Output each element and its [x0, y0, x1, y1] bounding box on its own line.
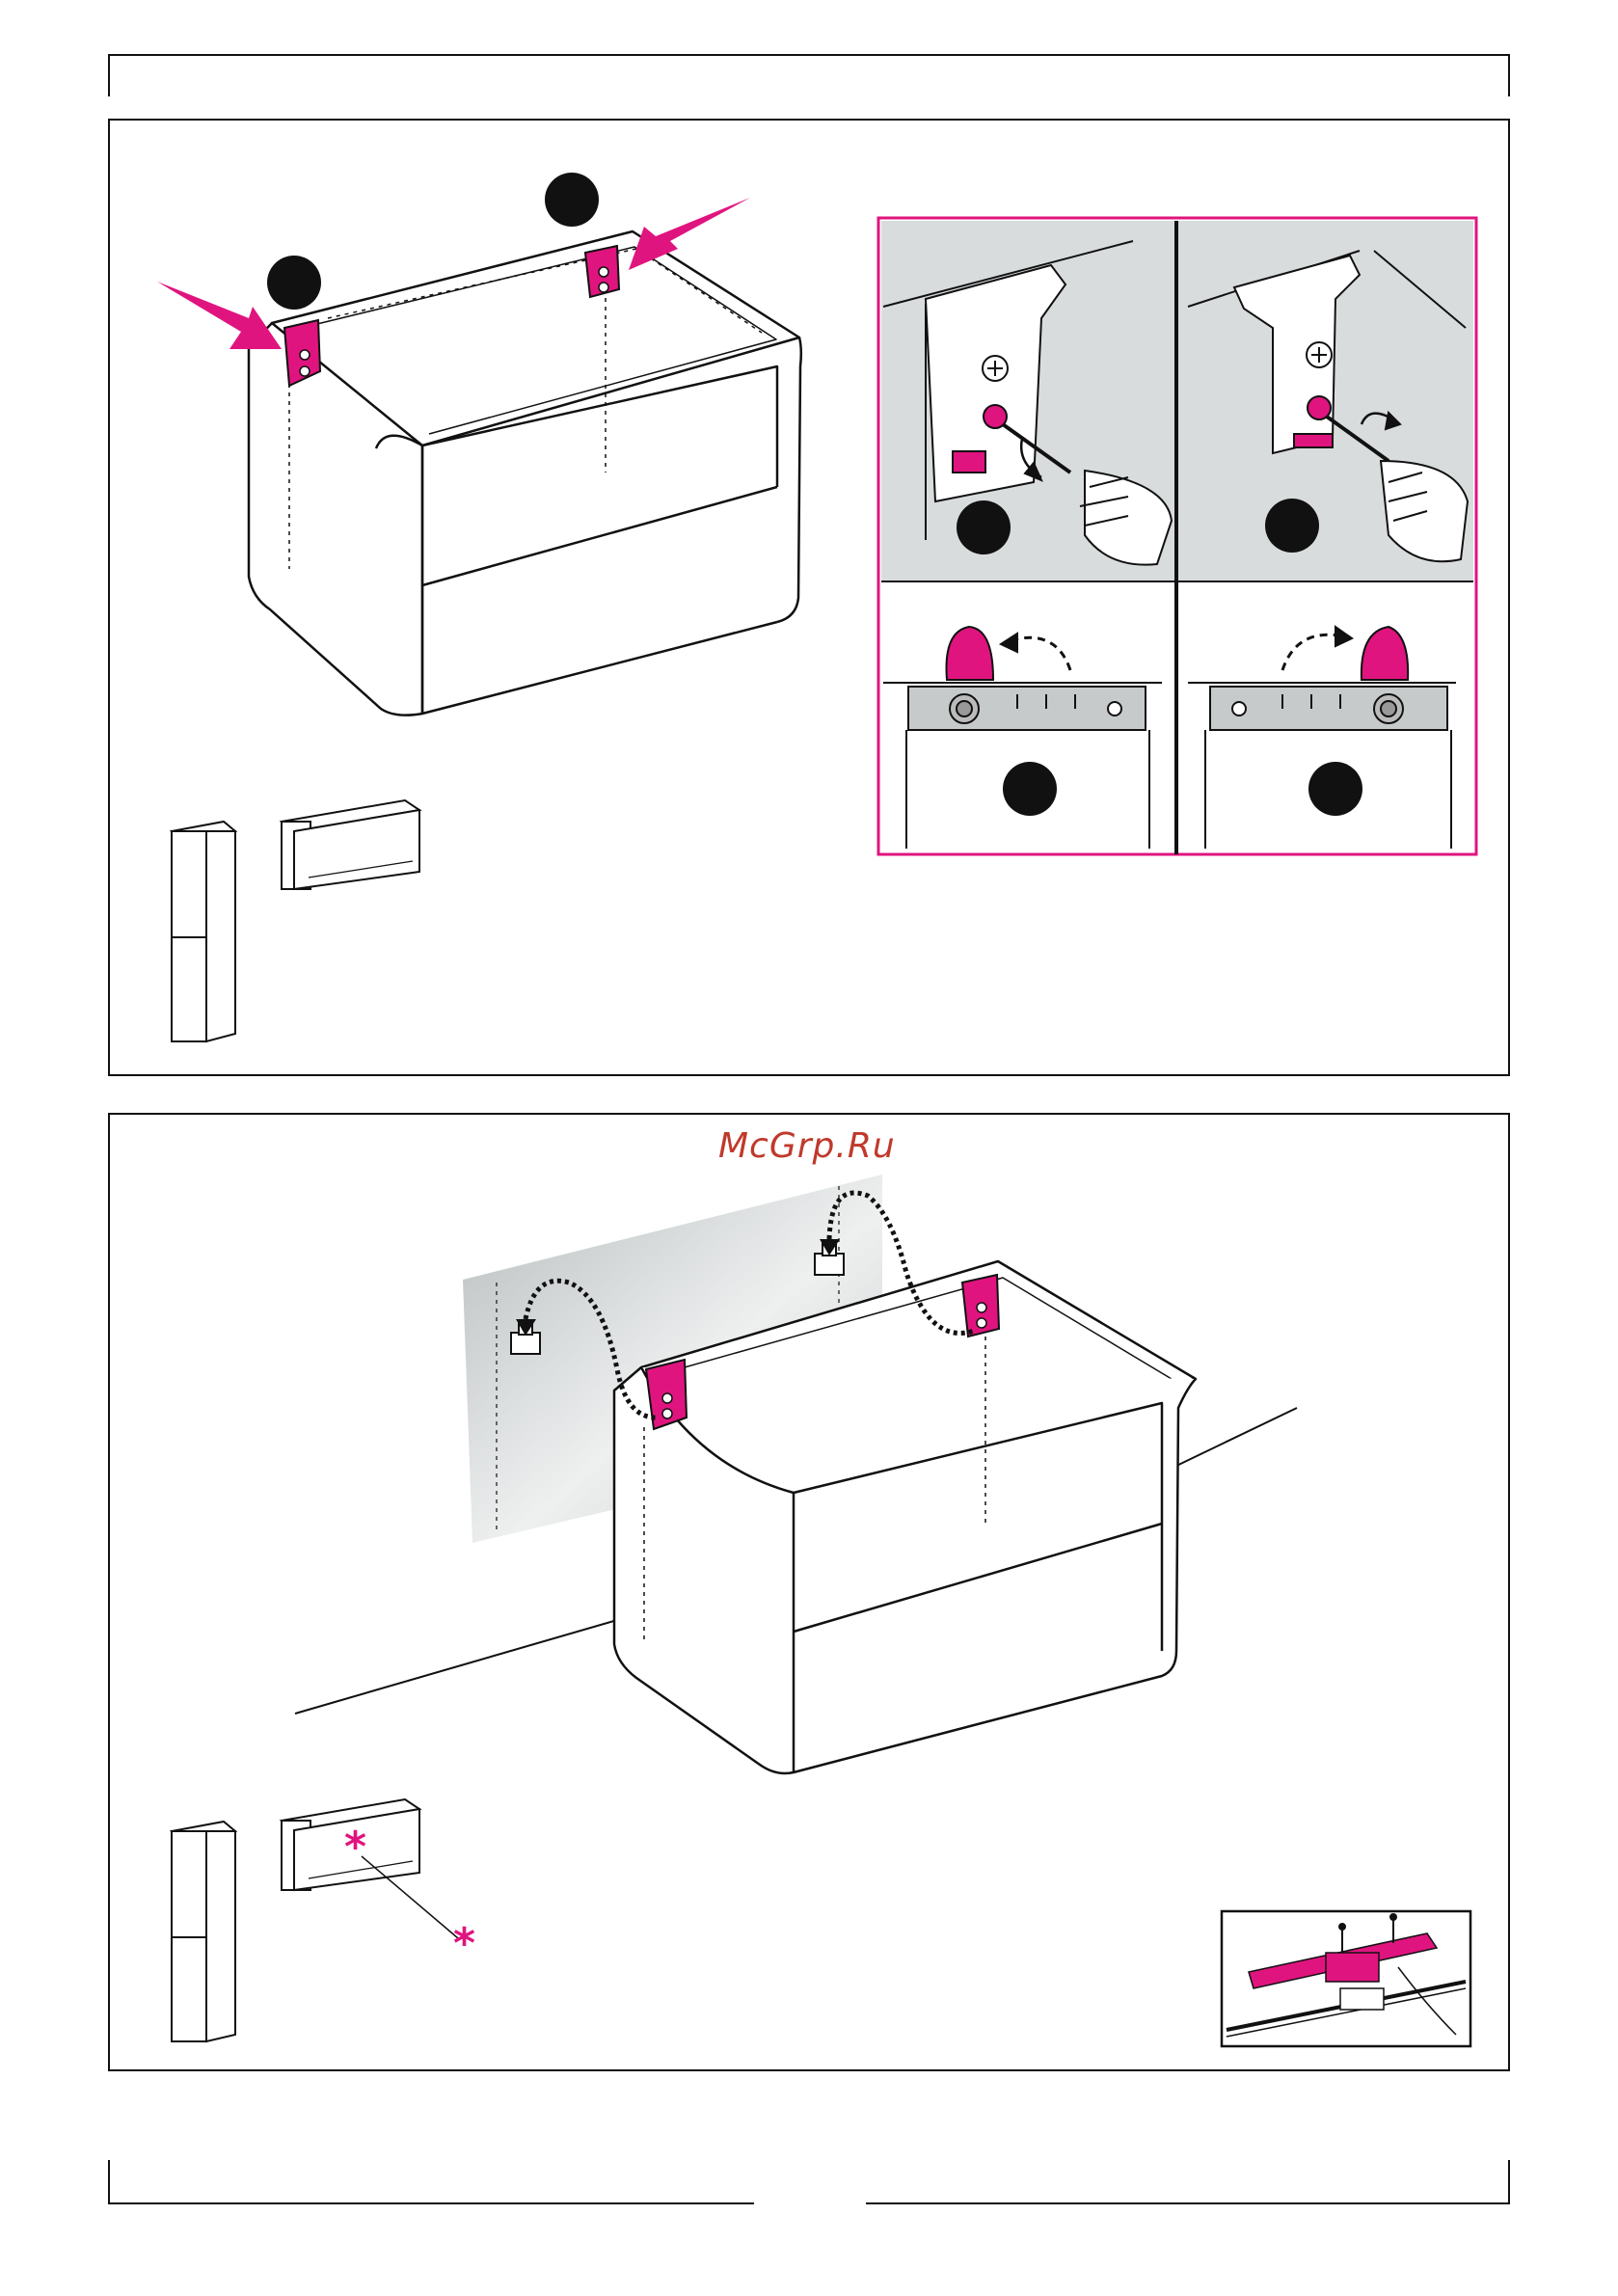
detail-badge-3: [1003, 762, 1057, 816]
mounting-bracket-right: [585, 246, 619, 297]
watermark-text: McGrp.Ru: [718, 1126, 921, 1166]
asterisk-mark-2: *: [453, 1919, 475, 1968]
detail-badge-1: [957, 500, 1011, 554]
cabinet-bracket-right: [962, 1275, 999, 1337]
step-badge-2: [545, 173, 599, 227]
mounting-bracket-left: [284, 320, 320, 386]
base-unit-icon: [282, 800, 419, 889]
column-cabinet-icon: [172, 822, 235, 1041]
detail-box: [878, 218, 1476, 854]
light-fixture-inset: [1222, 1911, 1470, 2046]
detail-badge-4: [1308, 762, 1362, 816]
cabinet-top-illustration: [249, 231, 801, 716]
header-bracket: [109, 55, 1509, 96]
footer-bracket: [109, 2160, 1509, 2203]
asterisk-mark-1: *: [344, 1823, 366, 1872]
pointer-arrow-right: [629, 198, 750, 270]
step-badge-1: [267, 256, 321, 310]
pointer-arrow-left: [157, 282, 282, 349]
detail-badge-2: [1265, 499, 1319, 553]
column-cabinet-icon-2: [172, 1822, 235, 2041]
